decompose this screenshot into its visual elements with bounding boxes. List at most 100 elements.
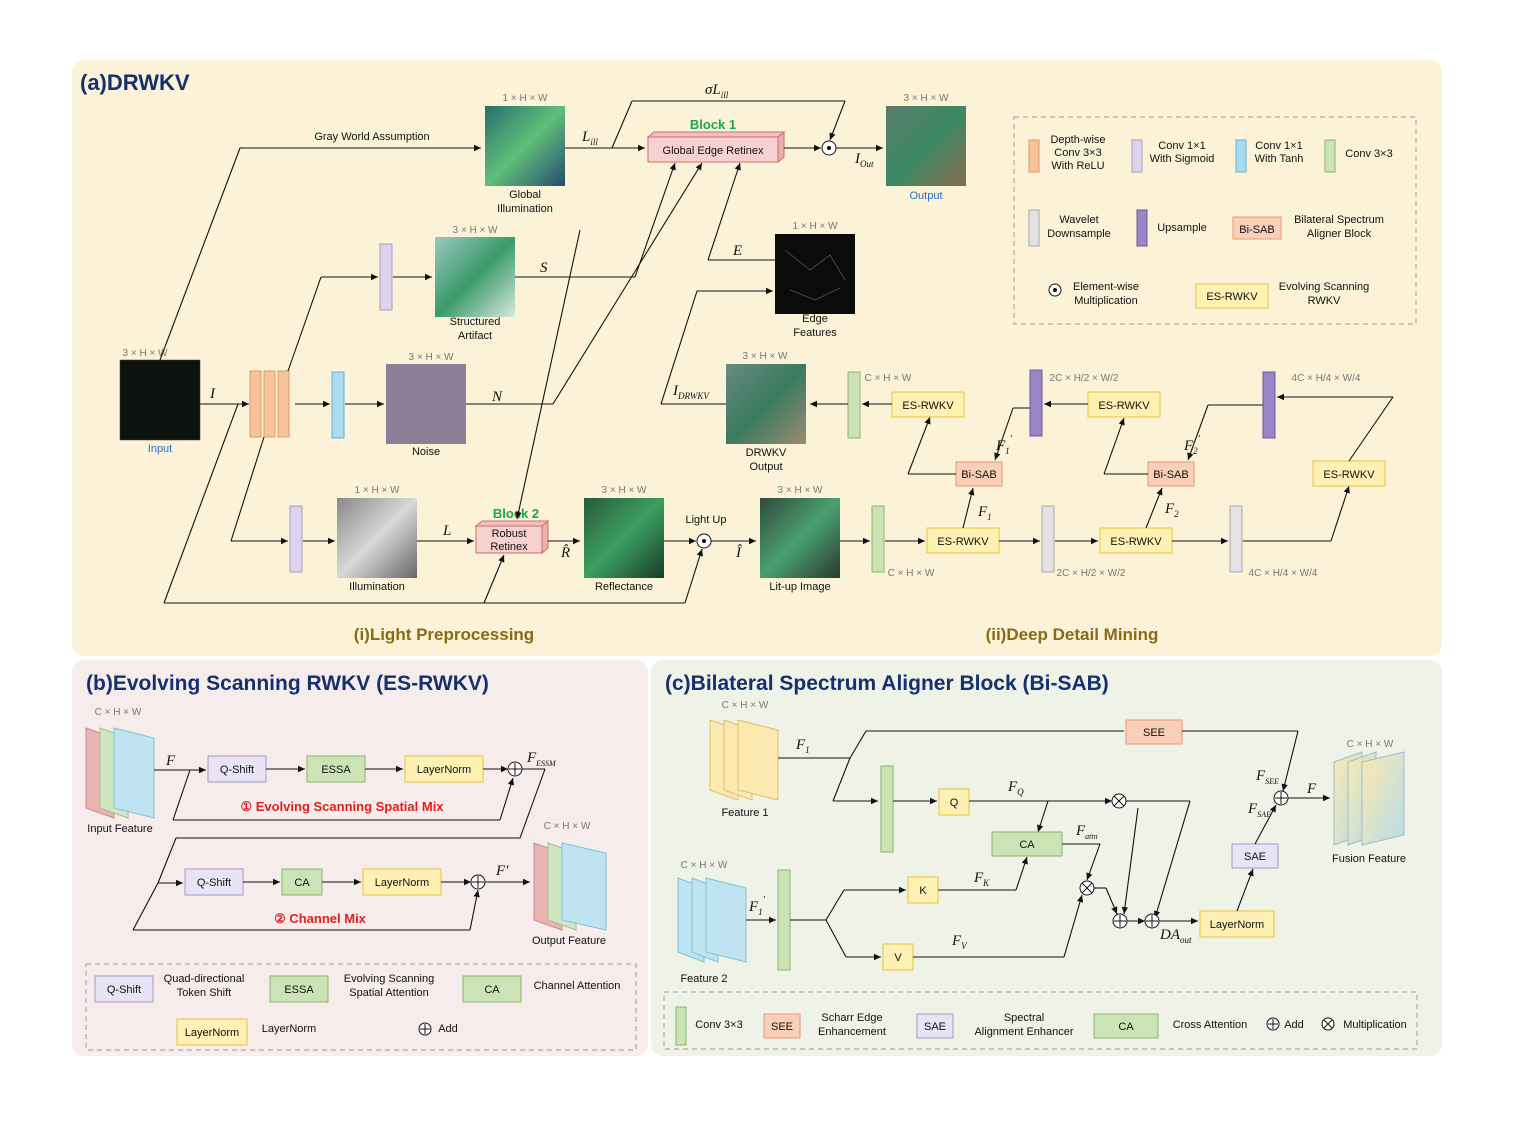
legend-box-a — [1013, 116, 1417, 325]
es-rwkv-5 — [891, 391, 965, 418]
qshift-2 — [184, 868, 244, 896]
sym-Iout: IOut — [854, 151, 874, 169]
litup-label: Lit-up Image — [769, 581, 830, 593]
dim-label: C × H × W — [722, 700, 769, 711]
legend-add: Add — [438, 1023, 458, 1035]
dim-label: 1 × H × W — [792, 221, 838, 232]
structured-artifact-image — [435, 237, 515, 317]
global-illumination-image — [485, 106, 565, 186]
dim-label: C × H × W — [95, 707, 142, 718]
upsample-2 — [1262, 371, 1276, 439]
dim-label: C × H × W — [544, 821, 591, 832]
sym-F1p: F1' — [995, 434, 1013, 456]
dim-label: 1 × H × W — [502, 93, 548, 104]
ca-label-c: CA — [1019, 839, 1035, 851]
legend-bisab-box: Bi-SAB — [1239, 224, 1274, 236]
qshift-1-label: Q-Shift — [220, 764, 254, 776]
input-feature-label: Input Feature — [87, 823, 152, 835]
es-rwkv-4-label: ES-RWKV — [1098, 400, 1150, 412]
layernorm-c-label: LayerNorm — [1210, 919, 1264, 931]
feature2-label: Feature 2 — [680, 973, 727, 985]
sym-N: N — [491, 389, 503, 405]
input-label: Input — [148, 443, 172, 455]
sym-Rhat: R̂ — [560, 545, 570, 561]
v-label: V — [894, 952, 902, 964]
sym-Lill: Lill — [581, 129, 598, 147]
sym-FK: FK — [973, 870, 990, 888]
layernorm-2 — [362, 868, 442, 896]
fusion-feature-stack — [1333, 751, 1405, 846]
panel-b-title: (b)Evolving Scanning RWKV (ES-RWKV) — [86, 672, 489, 695]
stage2-label: (ii)Deep Detail Mining — [986, 625, 1159, 644]
dim-label: 3 × H × W — [601, 485, 647, 496]
legend-essa-box: ESSA — [284, 984, 314, 996]
illumination-label: Illumination — [349, 581, 405, 593]
dim-label: C × H × W — [681, 860, 728, 871]
see-label: SEE — [1143, 727, 1165, 739]
conv-sigmoid-2 — [289, 505, 303, 573]
noise-image — [386, 364, 466, 444]
dim-label: 4C × H/4 × W/4 — [1249, 568, 1318, 579]
ca-label-b: CA — [294, 877, 310, 889]
litup-image — [760, 498, 840, 578]
es-rwkv-2-label: ES-RWKV — [1110, 536, 1162, 548]
legend-c-ca: Cross Attention — [1173, 1019, 1248, 1031]
sae-box — [1231, 843, 1279, 869]
es-rwkv-1-label: ES-RWKV — [937, 536, 989, 548]
sym-I: I — [209, 386, 216, 402]
sym-Fattn: Fattn — [1075, 823, 1098, 841]
sym-F: F — [1306, 781, 1317, 797]
sym-F: F — [165, 753, 176, 769]
legend-es-box: ES-RWKV — [1206, 291, 1258, 303]
dim-label: 2C × H/2 × W/2 — [1057, 568, 1126, 579]
light-up-label: Light Up — [686, 514, 727, 526]
legend-c-add: Add — [1284, 1019, 1304, 1031]
block1-label: Block 1 — [690, 117, 736, 132]
es-rwkv-3-label: ES-RWKV — [1323, 469, 1375, 481]
panel-c-bg — [651, 660, 1442, 1056]
input-feature-stack — [85, 727, 155, 819]
ca-box-b — [281, 868, 323, 896]
legend-ln-box: LayerNorm — [185, 1027, 239, 1039]
wavelet-1 — [1041, 505, 1055, 573]
reflectance-image — [584, 498, 664, 578]
sym-F2: F2 — [1164, 501, 1179, 519]
layernorm-1-label: LayerNorm — [417, 764, 471, 776]
edge-features-image — [775, 234, 855, 314]
drwkv-output-image — [726, 364, 806, 444]
k-box — [907, 876, 939, 904]
essa-label: ESSA — [321, 764, 351, 776]
legend-ca: Channel Attention — [534, 980, 621, 992]
k-label: K — [919, 885, 927, 897]
panel-c-title: (c)Bilateral Spectrum Aligner Block (Bi-… — [665, 672, 1109, 695]
noise-label: Noise — [412, 446, 440, 458]
dim-label: 3 × H × W — [452, 225, 498, 236]
dim-label: C × H × W — [1347, 739, 1394, 750]
dim-label: 1 × H × W — [354, 485, 400, 496]
bisab-2 — [1147, 461, 1195, 487]
sym-Fsee: FSEE — [1255, 768, 1279, 786]
legend-c-mult: Multiplication — [1343, 1019, 1407, 1031]
layernorm-2-label: LayerNorm — [375, 877, 429, 889]
global-edge-retinex-text: Global Edge Retinex — [663, 145, 764, 157]
legend-upsample: Upsample — [1157, 222, 1207, 234]
legend-c-ca-box: CA — [1118, 1021, 1134, 1033]
legend-ca-box: CA — [484, 984, 500, 996]
dim-label: 3 × H × W — [777, 485, 823, 496]
conv3x3-b — [847, 371, 861, 439]
gray-world-label: Gray World Assumption — [314, 131, 429, 143]
